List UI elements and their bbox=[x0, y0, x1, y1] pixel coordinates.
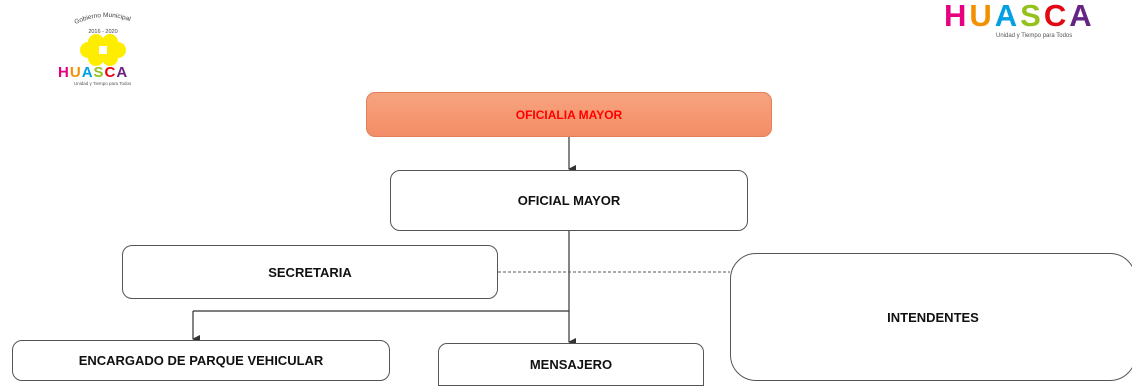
parque-vehicular-label: ENCARGADO DE PARQUE VEHICULAR bbox=[78, 353, 324, 368]
logo-arc-text: Gobierno Municipal bbox=[73, 12, 132, 26]
intendentes-box: INTENDENTES bbox=[730, 253, 1132, 381]
huasca-logo-right: HUASCA Unidad y Tiempo para Todos bbox=[936, 0, 1126, 44]
intendentes-label: INTENDENTES bbox=[887, 309, 979, 325]
mensajero-label: MENSAJERO bbox=[529, 357, 613, 372]
wordmark-letter: U bbox=[969, 0, 995, 33]
wordmark-letter: A bbox=[1069, 0, 1095, 33]
huasca-logo-left: Gobierno Municipal 2016 - 2020 HUASCA Un… bbox=[48, 8, 158, 88]
svg-text:Gobierno Municipal: Gobierno Municipal bbox=[73, 12, 132, 26]
mensajero-box: MENSAJERO bbox=[438, 343, 704, 386]
wordmark-letter: S bbox=[1020, 0, 1044, 33]
logo-right-tagline: Unidad y Tiempo para Todos bbox=[996, 33, 1073, 39]
wordmark-letter: C bbox=[104, 64, 117, 81]
logo-years: 2016 - 2020 bbox=[88, 29, 117, 35]
wordmark-letter: U bbox=[69, 64, 82, 81]
secretaria-label: SECRETARIA bbox=[268, 264, 352, 280]
wordmark-letter: H bbox=[58, 64, 70, 81]
wordmark-letter: C bbox=[1043, 0, 1070, 33]
parque-vehicular-box: ENCARGADO DE PARQUE VEHICULAR bbox=[12, 340, 390, 381]
logo-right-wordmark: HUASCA bbox=[944, 0, 1095, 34]
wordmark-letter: A bbox=[994, 0, 1021, 33]
oficial-mayor-box: OFICIAL MAYOR bbox=[390, 170, 748, 231]
wordmark-letter: H bbox=[944, 0, 970, 33]
wordmark-letter: S bbox=[93, 64, 105, 81]
oficialia-mayor-title-box: OFICIALIA MAYOR bbox=[366, 92, 772, 137]
oficial-mayor-label: OFICIAL MAYOR bbox=[517, 193, 621, 208]
wordmark-letter: A bbox=[116, 64, 129, 81]
wordmark-letter: A bbox=[81, 64, 94, 81]
logo-emblem-icon: Gobierno Municipal 2016 - 2020 bbox=[73, 12, 132, 66]
logo-left-tagline: Unidad y Tiempo para Todos bbox=[74, 81, 132, 86]
secretaria-box: SECRETARIA bbox=[122, 245, 498, 299]
oficialia-mayor-title: OFICIALIA MAYOR bbox=[515, 107, 623, 122]
logo-left-wordmark: HUASCA bbox=[58, 64, 128, 81]
